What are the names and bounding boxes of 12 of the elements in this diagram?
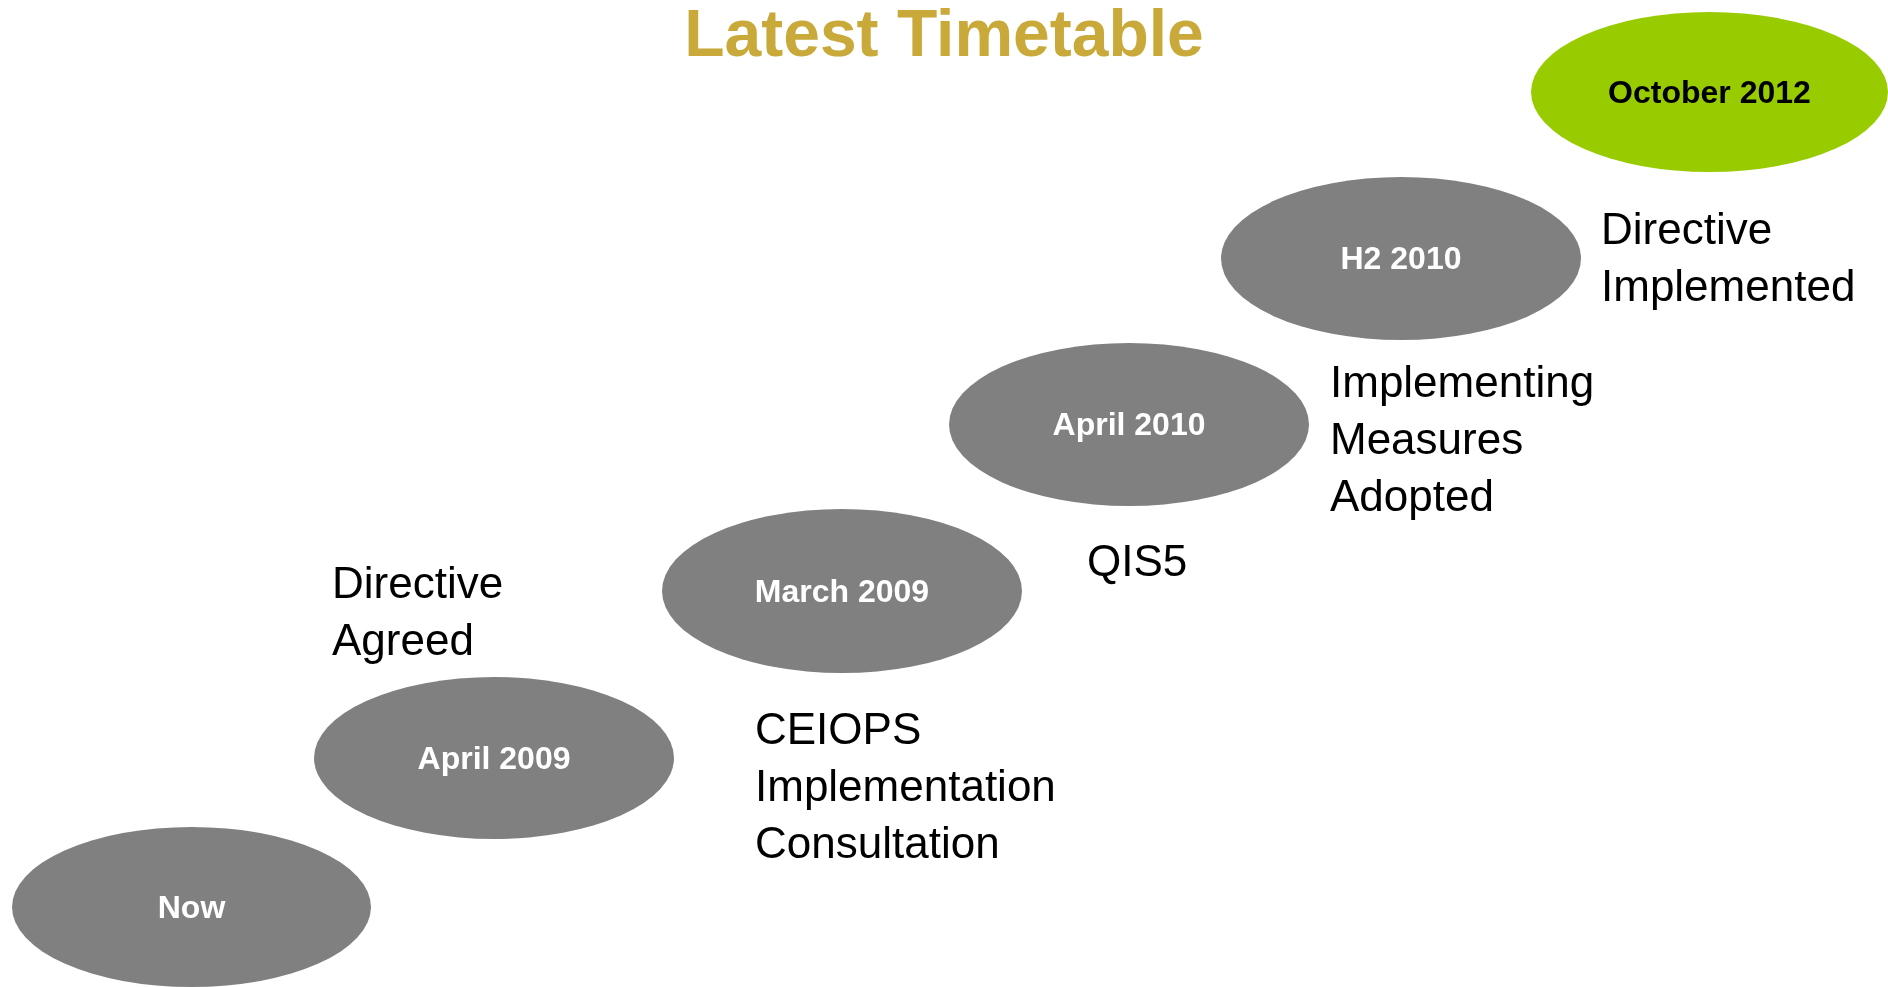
milestone-date: April 2010 [1052, 406, 1206, 443]
milestone-caption: Directive Agreed [332, 557, 505, 666]
milestone-caption: Directive Implemented [1601, 203, 1857, 312]
milestone-caption: QIS5 [1087, 535, 1189, 587]
title: Latest Timetable [684, 0, 1204, 70]
milestone-date: October 2012 [1608, 73, 1811, 111]
milestone-date: Now [157, 888, 226, 926]
milestone-caption: CEIOPS Implementation Consultation [755, 703, 1057, 869]
milestone-date: H2 2010 [1340, 240, 1462, 277]
milestone-caption: Implementing Measures Adopted [1330, 356, 1596, 522]
milestone-date: April 2009 [417, 739, 571, 777]
milestone-date: March 2009 [754, 572, 930, 610]
